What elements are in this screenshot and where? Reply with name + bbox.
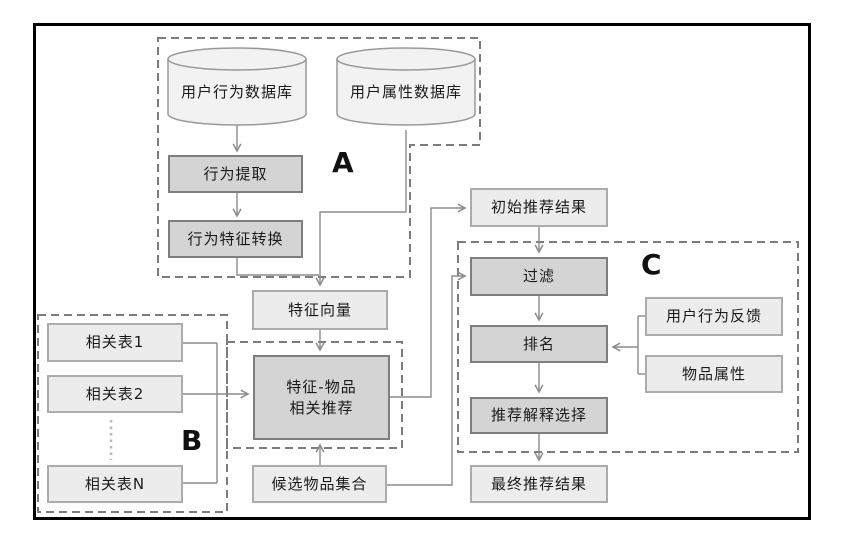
node-feature-item-recommendation: 特征-物品 相关推荐	[253, 355, 390, 440]
node-related-table-2: 相关表2	[47, 375, 183, 413]
feature-item-rec-outline	[226, 341, 403, 449]
group-c-label: C	[641, 248, 662, 281]
node-user-behavior-feedback: 用户行为反馈	[645, 297, 783, 336]
group-b-label: B	[181, 424, 203, 457]
node-ranking: 排名	[470, 325, 608, 363]
group-a-label: A	[332, 146, 354, 179]
node-behavior-extraction: 行为提取	[168, 155, 303, 193]
node-related-table-n: 相关表N	[47, 465, 183, 503]
node-feature-vector: 特征向量	[252, 290, 388, 330]
group-a-outline	[157, 37, 481, 278]
node-filter: 过滤	[470, 257, 608, 296]
node-recommendation-explanation-selection: 推荐解释选择	[470, 397, 608, 434]
group-c-outline	[457, 241, 799, 453]
feature-item-rec-line2: 相关推荐	[289, 398, 354, 417]
edge-attributedb-to-featurevector	[315, 130, 407, 287]
node-related-table-1: 相关表1	[47, 323, 183, 362]
feature-item-rec-line1: 特征-物品	[286, 378, 357, 397]
node-candidate-item-set: 候选物品集合	[252, 465, 387, 503]
node-feature-item-recommendation-label: 特征-物品 相关推荐	[286, 377, 356, 418]
edge-rec-to-initial	[390, 203, 467, 398]
edge-candidates-to-filter	[387, 271, 467, 486]
database-user-behavior-shape	[167, 47, 307, 126]
node-item-attribute: 物品属性	[645, 355, 783, 393]
node-final-recommendation-result: 最终推荐结果	[470, 465, 608, 503]
node-initial-recommendation-result: 初始推荐结果	[470, 188, 608, 227]
node-user-attribute-db-label: 用户属性数据库	[349, 83, 462, 101]
database-user-attribute-shape	[336, 47, 476, 126]
node-user-behavior-db-label: 用户行为数据库	[180, 83, 293, 101]
group-b-outline	[37, 314, 228, 513]
edge-conversion-merge	[236, 258, 319, 276]
node-behavior-feature-conversion: 行为特征转换	[168, 220, 303, 258]
